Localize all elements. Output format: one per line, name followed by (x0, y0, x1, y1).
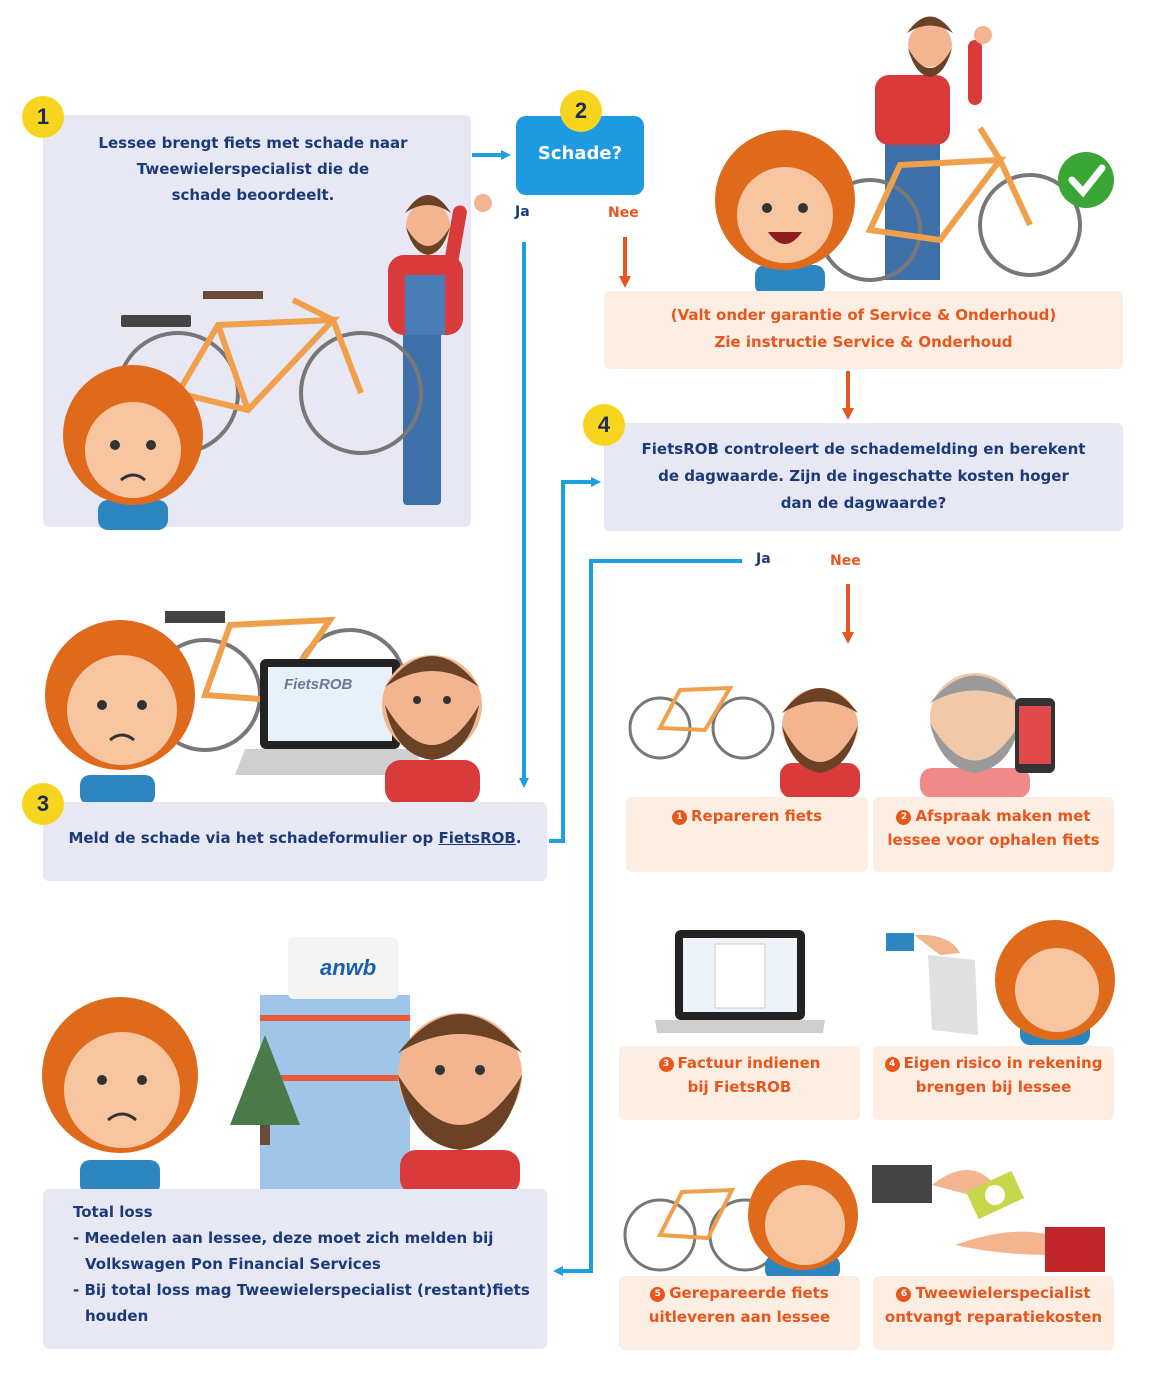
action4-box (873, 1046, 1114, 1120)
step3-text-after: . (515, 829, 522, 847)
action4-illustration (886, 920, 1115, 1045)
step4-text: FietsROB controleert de schademelding en… (604, 436, 1123, 517)
fietsrob-link[interactable]: FietsROB (438, 829, 516, 847)
step4-box (604, 423, 1123, 531)
mechanic-bust-mid (382, 655, 482, 805)
warranty-text: (Valt onder garantie of Service & Onderh… (604, 302, 1123, 356)
lessee-kid-happy (715, 130, 855, 295)
action2-line2: lessee voor ophalen fiets (887, 831, 1100, 849)
action1-number: 1 (671, 810, 687, 825)
step3-badge: 3 (22, 783, 64, 825)
action6-box (873, 1276, 1114, 1350)
step4-line1: FietsROB controleert de schademelding en… (641, 440, 1086, 458)
action3-line1: Factuur indienen (677, 1054, 821, 1072)
schade-decision-label: Schade? (537, 143, 623, 164)
action1-illustration (628, 685, 860, 798)
action6-illustration (872, 1165, 1105, 1272)
label-nee-top: Nee (608, 205, 639, 221)
total-loss-title: Total loss (73, 1203, 153, 1221)
step1-line1: Lessee brengt fiets met schade naar (98, 134, 408, 152)
step3-illustration (45, 611, 482, 805)
mechanic-figure (388, 194, 492, 505)
warranty-line1: (Valt onder garantie of Service & Onderh… (670, 306, 1057, 324)
label-ja-mid: Ja (756, 551, 771, 567)
action4-line1: Eigen risico in rekening (903, 1054, 1103, 1072)
total-loss-bullet1-b: Volkswagen Pon Financial Services (85, 1255, 381, 1273)
step3-text-before: Meld de schade via het schadeformulier o… (68, 829, 439, 847)
fietsrob-logo: FietsROB (284, 676, 353, 693)
action3-box (619, 1046, 860, 1120)
lessee-kid-sad-bottom (42, 997, 198, 1195)
action2-box (873, 797, 1114, 872)
tree-figure (230, 1035, 300, 1145)
total-loss-box (43, 1189, 547, 1349)
step4-line3: dan de dagwaarde? (780, 494, 947, 512)
action4-number: 4 (884, 1057, 900, 1072)
action1-line1: Repareren fiets (690, 807, 822, 825)
total-loss-bullet2-b: houden (85, 1307, 149, 1325)
action3-illustration (655, 930, 825, 1033)
step3-box (43, 802, 547, 881)
step1-badge: 1 (22, 96, 64, 138)
laptop-figure (235, 659, 425, 775)
action5-line1: Gerepareerde fiets (669, 1284, 829, 1302)
top-right-illustration (715, 16, 1114, 295)
action4-line2: brengen bij lessee (915, 1078, 1072, 1096)
action2-illustration (920, 673, 1055, 798)
total-loss-content: Total loss - Meedelen aan lessee, deze m… (73, 1199, 533, 1329)
total-loss-bullet1-a: - Meedelen aan lessee, deze moet zich me… (73, 1229, 494, 1247)
action5-line2: uitleveren aan lessee (648, 1308, 831, 1326)
warranty-box (604, 291, 1123, 369)
anwb-building (260, 937, 410, 1195)
checkmark-icon (1058, 152, 1114, 208)
action3-line2: bij FietsROB (687, 1078, 792, 1096)
mechanic-bust-bottom (398, 1013, 522, 1195)
mechanic-figure-top (875, 16, 992, 280)
action1-box (626, 797, 868, 872)
label-ja-top: Ja (515, 204, 530, 220)
lessee-kid-sad-mid (45, 620, 195, 805)
action6-line1: Tweewielerspecialist (915, 1284, 1091, 1302)
step4-line2: de dagwaarde. Zijn de ingeschatte kosten… (658, 467, 1069, 485)
step3-text: Meld de schade via het schadeformulier o… (43, 829, 547, 847)
action3-number: 3 (658, 1057, 674, 1072)
action6-line2: ontvangt reparatiekosten (884, 1308, 1103, 1326)
action6-number: 6 (896, 1287, 912, 1302)
arrow-3-to-4 (549, 477, 601, 843)
action2-line1: Afspraak maken met (915, 807, 1091, 825)
step1-line3: schade beoordeelt. (171, 186, 335, 204)
action5-number: 5 (650, 1287, 666, 1302)
lessee-kid-sad (63, 365, 203, 530)
step2-badge: 2 (560, 90, 602, 132)
step1-line2: Tweewielerspecialist die de (136, 160, 370, 178)
total-loss-bullet2-a: - Bij total loss mag Tweewielerspecialis… (73, 1281, 530, 1299)
label-nee-mid: Nee (830, 553, 861, 569)
anwb-logo: anwb (320, 955, 377, 980)
step1-illustration (63, 194, 492, 530)
warranty-line2: Zie instructie Service & Onderhoud (714, 333, 1013, 351)
arrow-ja-to-total-loss (553, 559, 742, 1276)
euro-note-icon (966, 1170, 1024, 1220)
bike-figure-top (818, 126, 1082, 282)
total-loss-illustration (42, 937, 522, 1195)
action5-illustration (623, 1160, 858, 1280)
step1-text: Lessee brengt fiets met schade naar Twee… (83, 130, 423, 208)
action2-number: 2 (896, 810, 912, 825)
step4-badge: 4 (583, 404, 625, 446)
